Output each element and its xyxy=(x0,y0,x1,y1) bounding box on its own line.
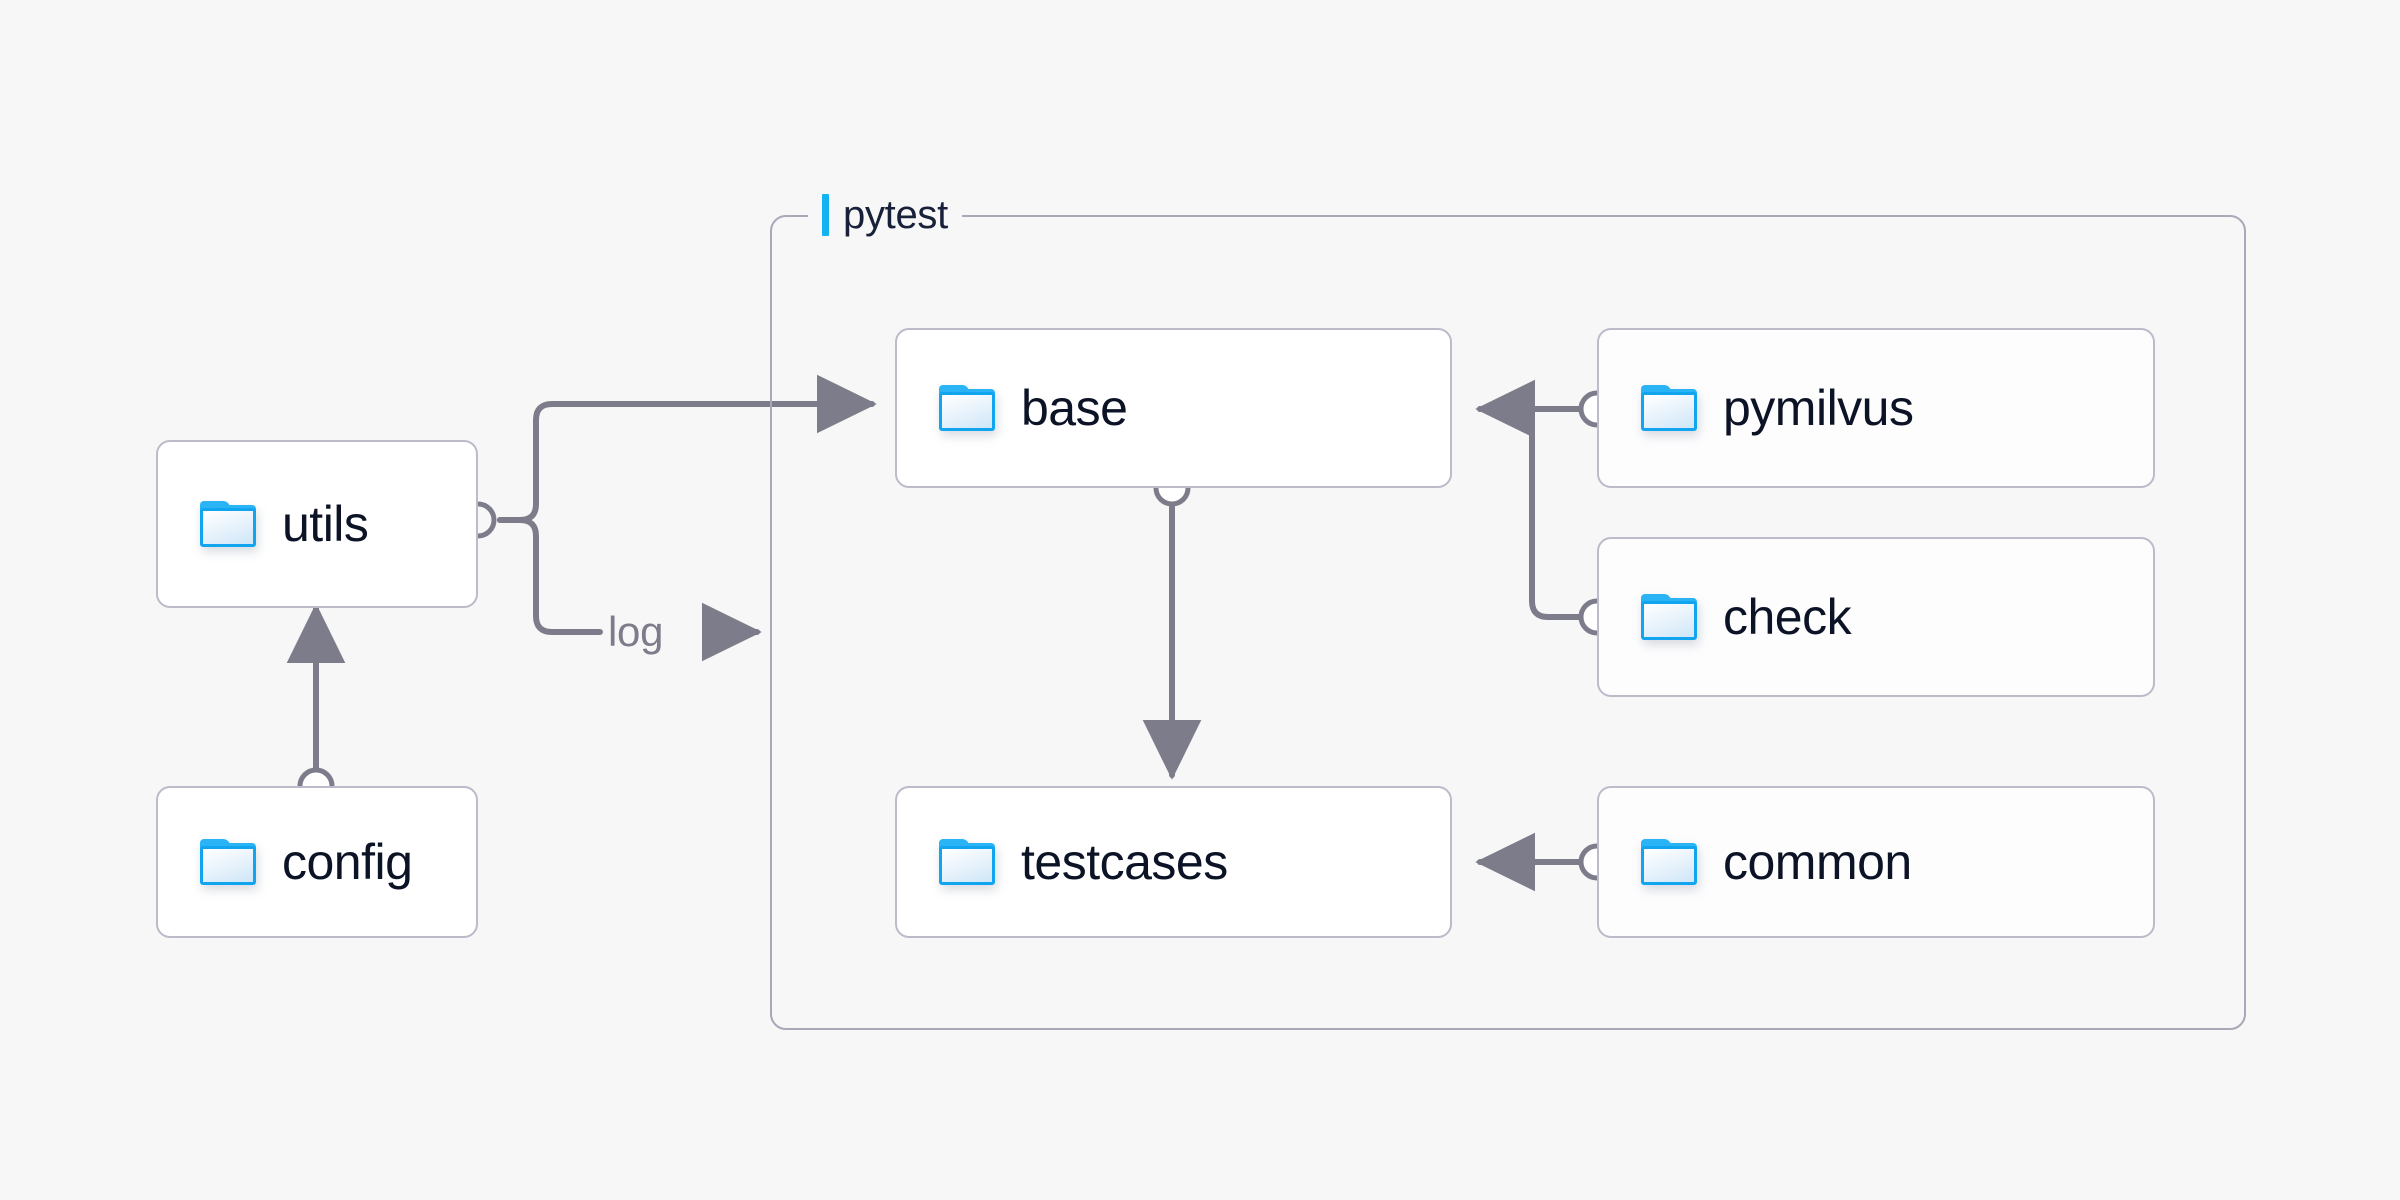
node-pymilvus-label: pymilvus xyxy=(1723,380,1914,436)
folder-icon xyxy=(1641,594,1697,640)
node-common-label: common xyxy=(1723,834,1912,890)
node-common[interactable]: common xyxy=(1597,786,2155,938)
edge-utils-to-log xyxy=(497,517,603,635)
folder-icon xyxy=(939,839,995,885)
folder-icon xyxy=(1641,839,1697,885)
folder-icon xyxy=(200,839,256,885)
node-check[interactable]: check xyxy=(1597,537,2155,697)
node-testcases-label: testcases xyxy=(1021,834,1228,890)
pytest-group-label-text: pytest xyxy=(843,192,948,237)
node-config[interactable]: config xyxy=(156,786,478,938)
node-config-label: config xyxy=(282,834,413,890)
folder-icon xyxy=(939,385,995,431)
edge-label-log-text: log xyxy=(608,608,664,655)
folder-icon xyxy=(200,501,256,547)
vertical-bar-marker-icon xyxy=(822,194,829,236)
node-base[interactable]: base xyxy=(895,328,1452,488)
node-testcases[interactable]: testcases xyxy=(895,786,1452,938)
edge-label-log: log xyxy=(608,608,663,656)
node-check-label: check xyxy=(1723,589,1852,645)
pytest-group-container xyxy=(770,215,2246,1030)
folder-icon xyxy=(1641,385,1697,431)
node-base-label: base xyxy=(1021,380,1128,436)
pytest-group-label: pytest xyxy=(808,192,962,238)
node-utils-label: utils xyxy=(282,496,369,552)
node-pymilvus[interactable]: pymilvus xyxy=(1597,328,2155,488)
node-utils[interactable]: utils xyxy=(156,440,478,608)
